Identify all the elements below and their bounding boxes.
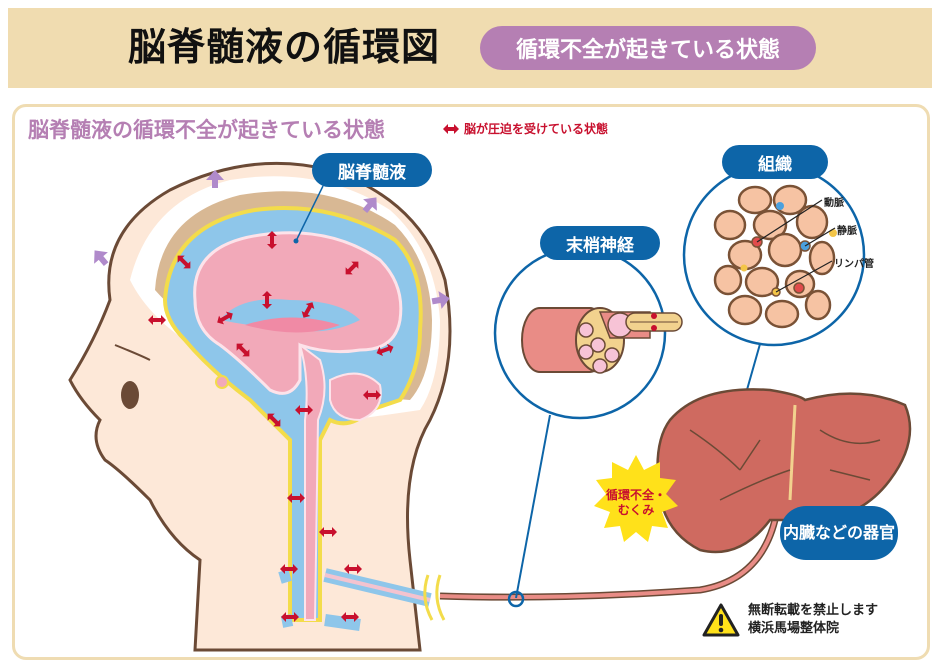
status-badge: 循環不全が起きている状態 bbox=[480, 26, 816, 70]
burst-line-2: むくみ bbox=[617, 503, 655, 517]
warning-icon bbox=[702, 603, 740, 637]
notice-line-2: 横浜馬場整体院 bbox=[748, 621, 840, 636]
copyright-notice: 無断転載を禁止します 横浜馬場整体院 bbox=[702, 602, 878, 638]
double-arrow-icon bbox=[443, 123, 459, 134]
page-title: 脳脊髄液の循環図 bbox=[128, 25, 441, 69]
legend-text: 脳が圧迫を受けている状態 bbox=[464, 122, 609, 136]
panel-title: 脳脊髄液の循環不全が起きている状態 bbox=[28, 118, 385, 142]
legend: 脳が圧迫を受けている状態 bbox=[442, 120, 608, 137]
nerve-cross-section bbox=[521, 307, 683, 374]
lymph-label: リンパ管 bbox=[834, 259, 874, 270]
peripheral-nerve-label: 末梢神経 bbox=[540, 226, 660, 260]
burst-line-1: 循環不全・ bbox=[605, 488, 666, 502]
organs-label: 内臓などの器官 bbox=[780, 506, 898, 560]
notice-line-1: 無断転載を禁止します bbox=[748, 603, 879, 618]
burst-text: 循環不全・ むくみ bbox=[596, 488, 676, 518]
brain-csf-illustration bbox=[87, 170, 452, 631]
tissue-label: 組織 bbox=[722, 145, 828, 179]
csf-label: 脳脊髄液 bbox=[312, 153, 432, 187]
vein-label: 静脈 bbox=[837, 226, 857, 237]
alert-burst bbox=[594, 455, 678, 542]
tissue-cells bbox=[713, 184, 836, 329]
artery-label: 動脈 bbox=[824, 198, 844, 209]
